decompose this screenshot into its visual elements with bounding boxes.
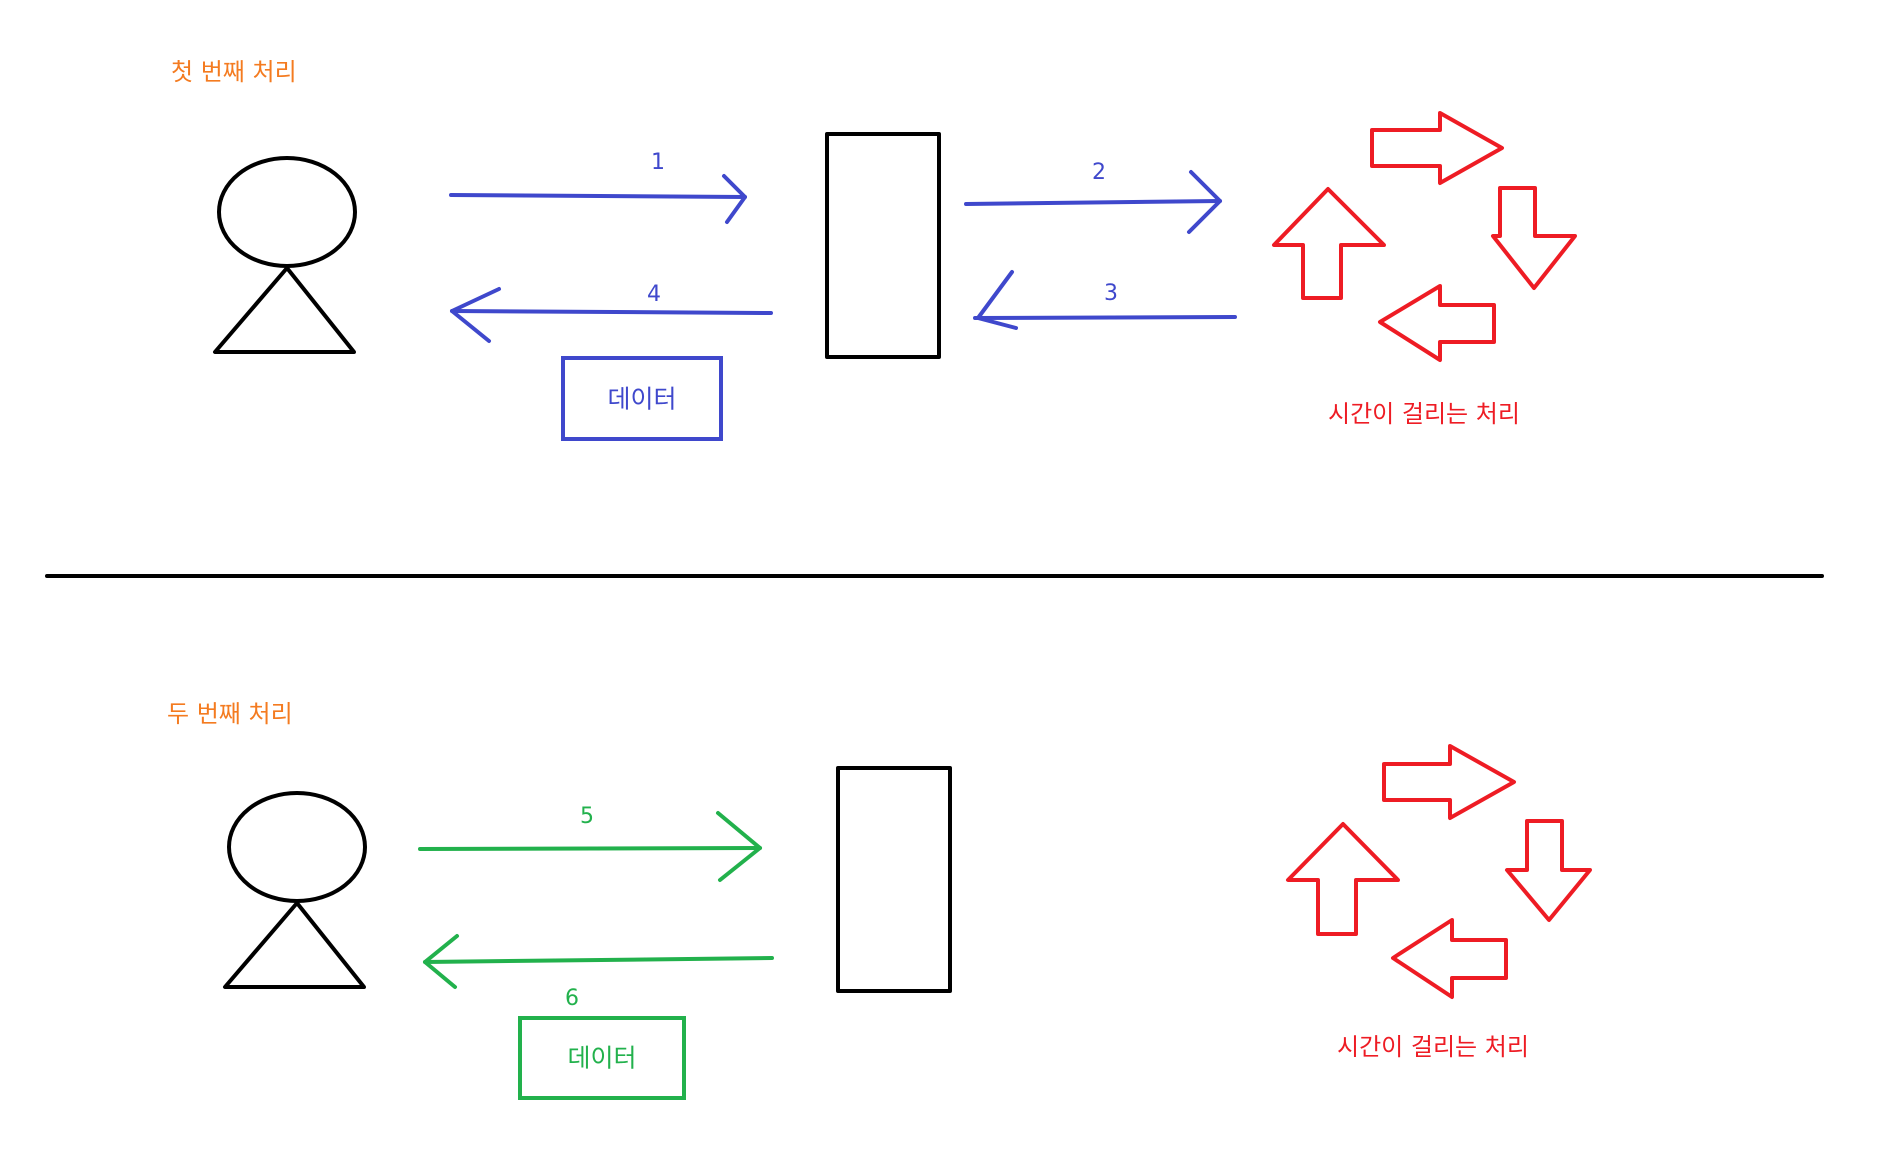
process-label-1: 시간이 걸리는 처리	[1328, 400, 1520, 428]
server-box-1	[825, 132, 941, 359]
arrow-step-2	[964, 170, 1222, 234]
arrow-step-3	[973, 270, 1237, 330]
arrow-step-1	[449, 174, 747, 224]
step-label-2: 2	[1092, 160, 1106, 185]
process-arrow-right-icon	[1370, 111, 1504, 185]
step-label-6: 6	[565, 986, 579, 1011]
user-body-2	[223, 901, 366, 989]
data-box-2-label: 데이터	[567, 1043, 637, 1073]
user-head-2	[227, 791, 367, 903]
process-arrow-down-icon	[1491, 186, 1577, 290]
step-label-3: 3	[1104, 281, 1118, 306]
user-head-1	[217, 156, 357, 268]
server-box-2	[836, 766, 952, 993]
arrow-step-4	[450, 287, 773, 343]
process-arrow-up-icon	[1286, 822, 1400, 936]
step-label-5: 5	[580, 804, 594, 829]
process-arrow-left-icon	[1378, 284, 1496, 362]
process-cycle-icon-2	[1286, 744, 1592, 999]
panel-2-title: 두 번째 처리	[167, 700, 293, 728]
process-cycle-icon-1	[1272, 111, 1577, 362]
user-figure-1	[213, 156, 357, 354]
arrow-step-5	[418, 811, 762, 882]
process-label-2: 시간이 걸리는 처리	[1337, 1033, 1529, 1061]
process-arrow-down-icon	[1505, 819, 1592, 922]
user-figure-2	[223, 791, 367, 989]
process-arrow-right-icon	[1382, 744, 1516, 820]
arrow-step-6	[423, 934, 774, 989]
panel-1-title: 첫 번째 처리	[171, 58, 297, 86]
user-body-1	[213, 266, 356, 354]
data-box-1-label: 데이터	[607, 384, 677, 413]
step-label-1: 1	[651, 150, 665, 175]
step-label-4: 4	[647, 282, 661, 307]
data-box-1: 데이터	[561, 356, 723, 441]
process-arrow-up-icon	[1272, 187, 1386, 300]
data-box-2: 데이터	[518, 1016, 686, 1100]
process-arrow-left-icon	[1391, 918, 1508, 999]
